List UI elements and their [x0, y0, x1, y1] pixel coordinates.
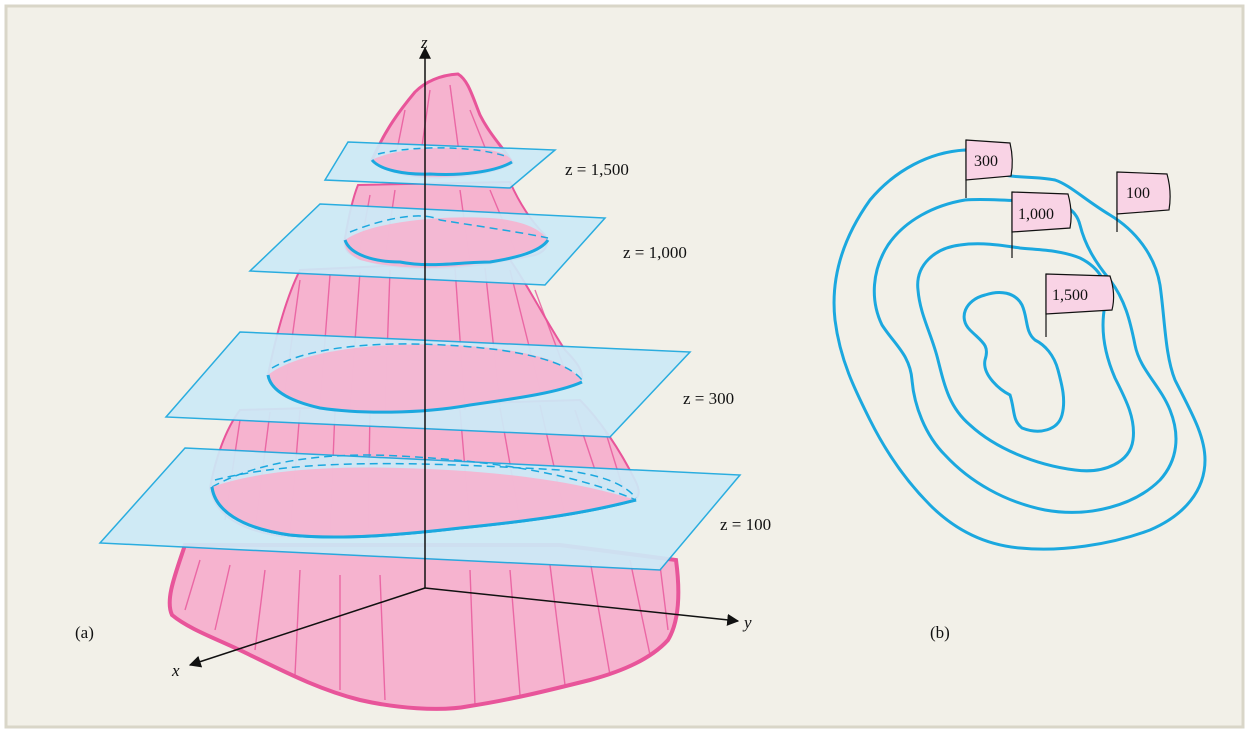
z-axis-label: z	[420, 33, 428, 52]
x-axis	[188, 587, 426, 668]
contour-map-1500	[962, 291, 1066, 433]
contour-100-outline	[210, 486, 637, 539]
flag-1500: 1,500	[1045, 273, 1115, 337]
panel-a: z y x z = 1,500 z = 1,000 z = 300 z = 10…	[75, 33, 771, 711]
flag-300: 300	[965, 139, 1013, 198]
contour-1500-outline	[370, 158, 513, 176]
flag-300-label: 300	[974, 153, 998, 170]
contour-1000-outline	[343, 239, 550, 267]
contour-300-hidden	[271, 343, 583, 381]
contour-300-outline	[266, 374, 583, 414]
contour-map-100	[832, 148, 1207, 551]
panel-b	[832, 148, 1207, 551]
x-axis-label: x	[171, 661, 180, 680]
mountain-through-plane-1500	[372, 147, 512, 177]
plane-label-100: z = 100	[720, 515, 771, 534]
contour-100-back	[211, 454, 637, 501]
flag-1500-label: 1,500	[1052, 287, 1088, 304]
plane-label-1500: z = 1,500	[565, 160, 629, 179]
contour-map-300	[872, 197, 1178, 514]
mountain-through-plane-1000	[344, 217, 548, 268]
plane-label-300: z = 300	[683, 389, 734, 408]
contour-1000-hidden	[349, 215, 549, 239]
y-axis-label: y	[742, 613, 752, 632]
y-axis	[424, 587, 740, 626]
flag-1000: 1,000	[1011, 191, 1072, 258]
panel-b-label: (b)	[930, 623, 950, 642]
contour-map-1000	[916, 242, 1135, 473]
contour-100-hidden	[214, 462, 637, 499]
flag-100: 100	[1116, 171, 1171, 232]
contour-1500-hidden	[377, 147, 506, 157]
plane-label-1000: z = 1,000	[623, 243, 687, 262]
flag-1000-label: 1,000	[1018, 206, 1054, 223]
panel-a-label: (a)	[75, 623, 94, 642]
flag-100-label: 100	[1126, 185, 1150, 202]
mountain-base	[167, 543, 681, 711]
